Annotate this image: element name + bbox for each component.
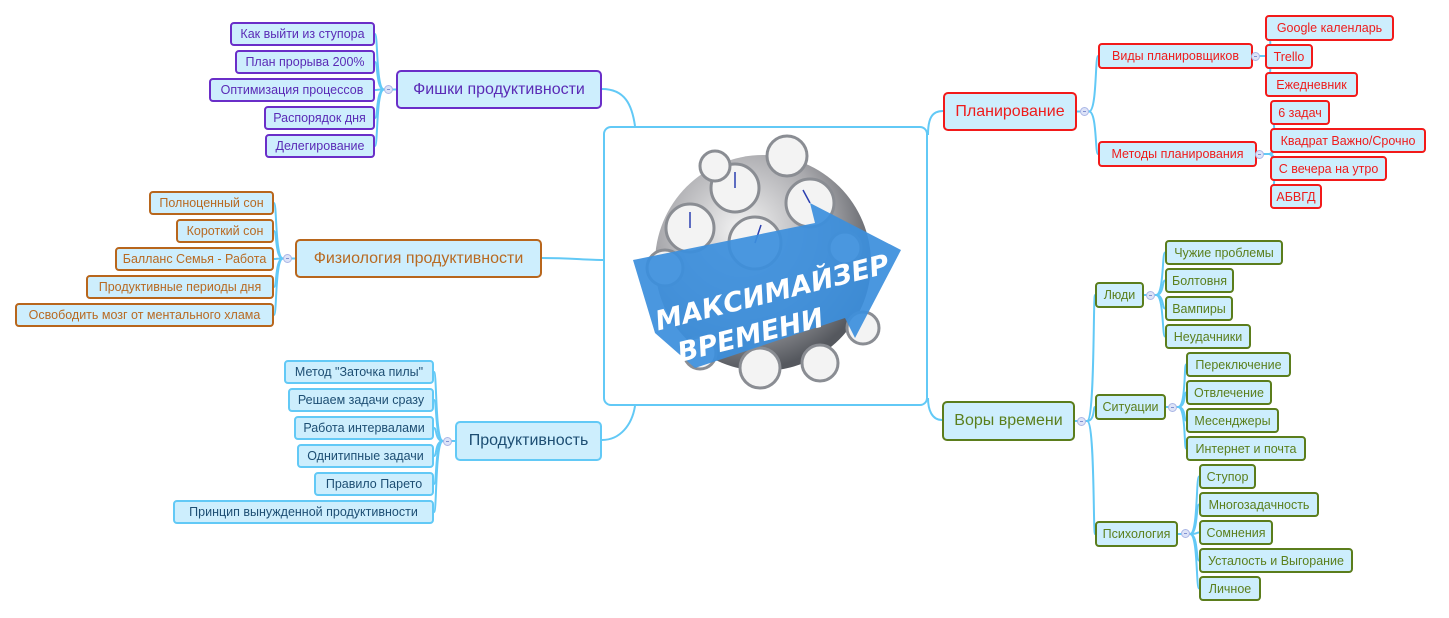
node-ustalost[interactable]: Усталость и Выгорание [1199,548,1353,573]
node-internet-i-pochta[interactable]: Интернет и почта [1186,436,1306,461]
collapse-toggle-produktivnost[interactable] [443,437,452,446]
connector-line [374,33,396,91]
node-chuzhie-problemy[interactable]: Чужие проблемы [1165,240,1283,265]
connector-line [374,88,396,147]
collapse-toggle-vidy[interactable] [1251,52,1260,61]
node-messendzhery[interactable]: Месенджеры [1186,408,1279,433]
subtopic-lyudi[interactable]: Люди [1095,282,1144,308]
collapse-toggle-planirovanie[interactable] [1080,107,1089,116]
subtopic-metody-planirovaniya[interactable]: Методы планирования [1098,141,1257,167]
node-neudachniki[interactable]: Неудачники [1165,324,1251,349]
connector-line [927,397,943,421]
collapse-toggle-situacii[interactable] [1168,403,1177,412]
connector-line [273,257,295,288]
node-google-calendar[interactable]: Google каленларь [1265,15,1394,41]
node-rasporyadok-dnya[interactable]: Распорядок дня [264,106,375,130]
topic-fishki-produktivnosti[interactable]: Фишки продуктивности [396,70,602,109]
connector-line [1075,420,1096,535]
connector-line [433,399,455,442]
node-trello[interactable]: Trello [1265,44,1313,69]
node-rabota-intervalami[interactable]: Работа интервалами [294,416,434,440]
node-ballans[interactable]: Балланс Семья - Работа [115,247,274,271]
node-optimizaciya[interactable]: Оптимизация процессов [209,78,375,102]
subtopic-situacii[interactable]: Ситуации [1095,394,1166,420]
node-polnocennyi-son[interactable]: Полноценный сон [149,191,274,215]
connector-line [927,110,944,136]
node-reshaem-srazu[interactable]: Решаем задачи сразу [288,388,434,412]
node-mnogozadachnost[interactable]: Многозадачность [1199,492,1319,517]
connector-line [1166,363,1187,408]
node-kak-vyiti-iz-stupora[interactable]: Как выйти из ступора [230,22,375,46]
node-odnotipnye-zadachi[interactable]: Однитипные задачи [297,444,434,468]
node-princip-vynuzhdennoi[interactable]: Принцип вынужденной продуктивности [173,500,434,524]
node-delegirovanie[interactable]: Делегирование [265,134,375,158]
connector-line [273,202,295,260]
connector-line [433,440,455,513]
node-somneniya[interactable]: Сомнения [1199,520,1273,545]
connector-line [1166,406,1187,450]
clock-sphere-image: МАКСИМАЙЗЕР ВРЕМЕНИ [633,134,901,390]
connector-line [601,405,636,441]
node-s-vechera[interactable]: С вечера на утро [1270,156,1387,181]
node-plan-proryva[interactable]: План прорыва 200% [235,50,375,74]
connector-line [433,371,455,442]
subtopic-psihologiya[interactable]: Психология [1095,521,1178,547]
collapse-toggle-lyudi[interactable] [1146,291,1155,300]
connector-line [541,257,604,261]
node-pereklyuchenie[interactable]: Переключение [1186,352,1291,377]
topic-planirovanie[interactable]: Планирование [943,92,1077,131]
collapse-toggle-vory[interactable] [1077,417,1086,426]
node-ezhednevnik[interactable]: Ежедневник [1265,72,1358,97]
collapse-toggle-metody[interactable] [1255,150,1264,159]
node-korotkii-son[interactable]: Короткий сон [176,219,274,243]
connector-line [433,440,455,485]
topic-produktivnost[interactable]: Продуктивность [455,421,602,461]
node-lichnoe[interactable]: Личное [1199,576,1261,601]
connector-line [1144,251,1166,296]
connector-line [1178,533,1200,562]
subtopic-vidy-planirovshikov[interactable]: Виды планировщиков [1098,43,1253,69]
connector-line [1077,110,1099,155]
node-osvobodit-mozg[interactable]: Освободить мозг от ментального хлама [15,303,274,327]
collapse-toggle-psihologiya[interactable] [1181,529,1190,538]
connector-line [1144,294,1166,338]
central-topic[interactable]: МАКСИМАЙЗЕР ВРЕМЕНИ [603,126,928,406]
node-otvlechenie[interactable]: Отвлечение [1186,380,1272,405]
node-boltovnya[interactable]: Болтовня [1165,268,1234,293]
node-vampiry[interactable]: Вампиры [1165,296,1233,321]
node-abvgd[interactable]: АБВГД [1270,184,1322,209]
connector-line [1178,533,1200,590]
connector-line [1077,55,1099,113]
connector-line [601,88,636,127]
connector-line [374,88,396,119]
connector-line [273,257,295,316]
collapse-toggle-fiziologiya[interactable] [283,254,292,263]
node-produktivnye-periody[interactable]: Продуктивные периоды дня [86,275,274,299]
connector-line [1178,475,1200,535]
connector-line [1075,294,1096,422]
node-kvadrat[interactable]: Квадрат Важно/Срочно [1270,128,1426,153]
node-stupor[interactable]: Ступор [1199,464,1256,489]
node-6-zadach[interactable]: 6 задач [1270,100,1330,125]
topic-vory-vremeni[interactable]: Воры времени [942,401,1075,441]
node-pravilo-pareto[interactable]: Правило Парето [314,472,434,496]
collapse-toggle-fishki[interactable] [384,85,393,94]
node-zatochka-pily[interactable]: Метод "Заточка пилы" [284,360,434,384]
topic-fiziologiya[interactable]: Физиология продуктивности [295,239,542,278]
